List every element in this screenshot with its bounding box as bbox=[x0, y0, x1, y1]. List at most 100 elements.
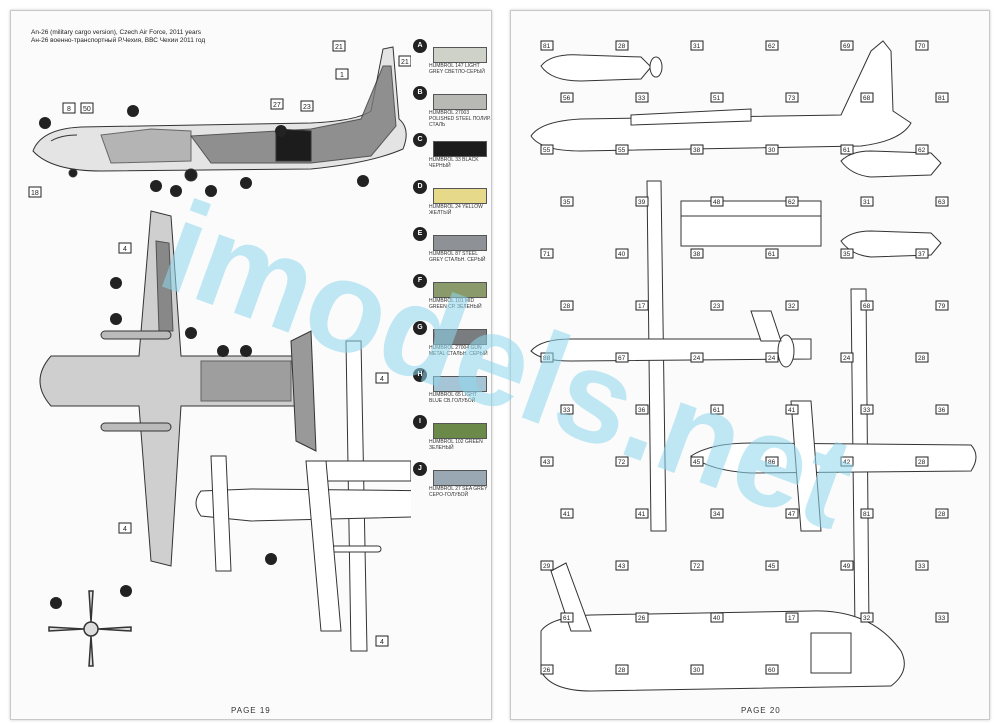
part-number-label: 62 bbox=[788, 199, 796, 206]
cargo-floor-detail bbox=[680, 200, 822, 247]
part-number-box bbox=[540, 352, 554, 363]
part-number-box bbox=[560, 196, 574, 207]
part-number-box bbox=[935, 612, 949, 623]
swatch-color-chip bbox=[433, 423, 487, 439]
part-number-label: 33 bbox=[638, 95, 646, 102]
part-number-box bbox=[785, 300, 799, 311]
part-number-label: 39 bbox=[638, 199, 646, 206]
part-number-label: 40 bbox=[618, 251, 626, 258]
part-number-label: 42 bbox=[843, 459, 851, 466]
part-number-label: 72 bbox=[618, 459, 626, 466]
decal-18: 18 bbox=[31, 190, 39, 197]
part-number-box bbox=[765, 352, 779, 363]
side-view-fuselage bbox=[530, 40, 912, 152]
decal-21a: 21 bbox=[335, 44, 343, 51]
part-number-label: 67 bbox=[618, 355, 626, 362]
part-number-box bbox=[690, 352, 704, 363]
part-number-label: 36 bbox=[638, 407, 646, 414]
part-number-box bbox=[935, 300, 949, 311]
part-number-box bbox=[840, 40, 854, 51]
decal-23: 23 bbox=[303, 104, 311, 111]
part-number-box bbox=[860, 92, 874, 103]
swatch-color-chip bbox=[433, 141, 487, 157]
part-number-box bbox=[915, 248, 929, 259]
part-number-label: 33 bbox=[863, 407, 871, 414]
part-number-label: 63 bbox=[938, 199, 946, 206]
part-number-label: 45 bbox=[768, 563, 776, 570]
part-number-box bbox=[615, 248, 629, 259]
decal-21b: 21 bbox=[401, 59, 409, 66]
part-number-box bbox=[615, 40, 629, 51]
part-number-label: 81 bbox=[863, 511, 871, 518]
part-number-label: 40 bbox=[713, 615, 721, 622]
swatch-paint-name: HUMBROL 147 LIGHT GREY СВЕТЛО-СЕРЫЙ bbox=[429, 63, 485, 75]
part-number-label: 61 bbox=[713, 407, 721, 414]
bottom-view-aircraft bbox=[195, 455, 411, 632]
part-number-label: 31 bbox=[693, 43, 701, 50]
part-number-box bbox=[785, 612, 799, 623]
decal-4d: 4 bbox=[380, 639, 384, 646]
swatch-paint-name: HUMBROL 101 MID GREEN СР. ЗЕЛЕНЫЙ bbox=[429, 298, 482, 310]
swatch-color-chip bbox=[433, 376, 487, 392]
part-number-label: 28 bbox=[618, 667, 626, 674]
part-number-box bbox=[560, 612, 574, 623]
part-number-box bbox=[765, 40, 779, 51]
part-number-box bbox=[635, 196, 649, 207]
part-number-box bbox=[615, 560, 629, 571]
swatch-letter: I bbox=[413, 415, 427, 429]
part-number-box bbox=[690, 40, 704, 51]
part-number-label: 70 bbox=[918, 43, 926, 50]
part-number-box bbox=[935, 196, 949, 207]
part-number-box bbox=[690, 560, 704, 571]
part-number-box bbox=[540, 456, 554, 467]
part-number-box bbox=[860, 612, 874, 623]
decal-1: 1 bbox=[340, 72, 344, 79]
engine-nacelle-top bbox=[540, 54, 663, 82]
part-number-box bbox=[765, 144, 779, 155]
part-number-box bbox=[935, 508, 949, 519]
part-number-label: 48 bbox=[713, 199, 721, 206]
part-number-label: 45 bbox=[693, 459, 701, 466]
part-number-box bbox=[635, 612, 649, 623]
part-number-label: 30 bbox=[768, 147, 776, 154]
part-number-box bbox=[860, 300, 874, 311]
decal-4a: 4 bbox=[123, 246, 127, 253]
part-number-box bbox=[785, 196, 799, 207]
part-number-box bbox=[710, 508, 724, 519]
caption-line-1: An-26 (military cargo version), Czech Ai… bbox=[31, 29, 202, 36]
part-number-label: 49 bbox=[843, 563, 851, 570]
part-number-box bbox=[840, 456, 854, 467]
part-number-label: 73 bbox=[788, 95, 796, 102]
part-number-label: 62 bbox=[918, 147, 926, 154]
decal-50: 50 bbox=[83, 106, 91, 113]
part-number-label: 26 bbox=[638, 615, 646, 622]
side-profile-aircraft bbox=[32, 46, 407, 182]
part-number-box bbox=[540, 560, 554, 571]
propeller-diagram bbox=[48, 590, 132, 667]
part-number-label: 41 bbox=[788, 407, 796, 414]
swatch-color-chip bbox=[433, 329, 487, 345]
part-number-box bbox=[615, 144, 629, 155]
part-number-label: 79 bbox=[938, 303, 946, 310]
part-number-label: 28 bbox=[918, 459, 926, 466]
page-number-left: PAGE 19 bbox=[231, 706, 271, 715]
page-number-right: PAGE 20 bbox=[741, 706, 781, 715]
part-number-label: 32 bbox=[863, 615, 871, 622]
swatch-letter: F bbox=[413, 274, 427, 288]
engine-nacelle-side-1 bbox=[840, 150, 942, 178]
part-number-box bbox=[560, 300, 574, 311]
part-number-box bbox=[840, 144, 854, 155]
swatch-paint-name: HUMBROL 65 LIGHT BLUE СВ.ГОЛУБОЙ bbox=[429, 392, 477, 404]
part-number-label: 61 bbox=[563, 615, 571, 622]
part-number-label: 69 bbox=[843, 43, 851, 50]
swatch-letter: D bbox=[413, 180, 427, 194]
part-number-box bbox=[540, 144, 554, 155]
part-number-box bbox=[560, 508, 574, 519]
part-number-label: 17 bbox=[638, 303, 646, 310]
part-number-box bbox=[635, 300, 649, 311]
